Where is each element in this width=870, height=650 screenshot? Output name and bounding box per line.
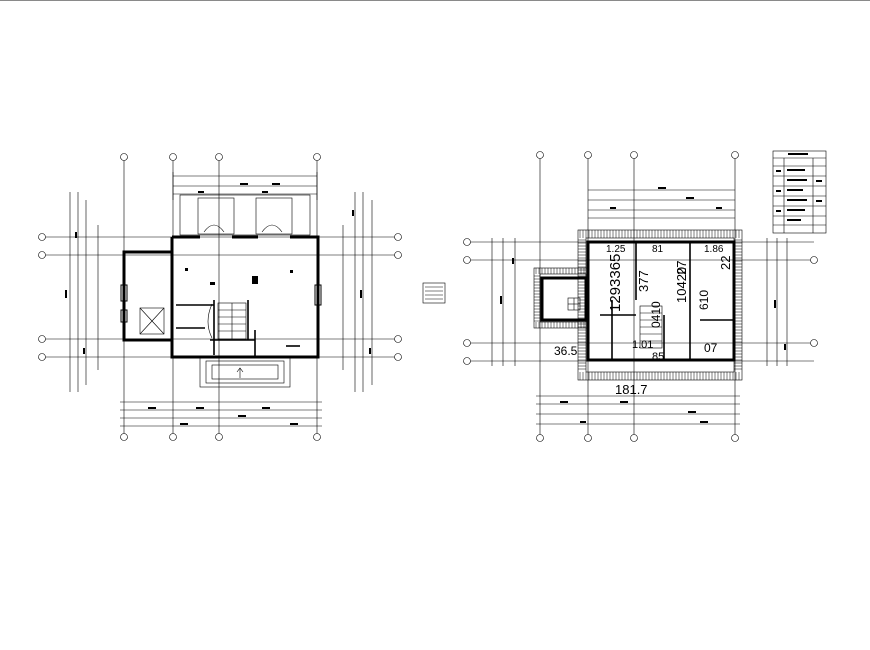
ground-floor-side-dimensions xyxy=(69,192,373,392)
dim-label-v3: 27 xyxy=(674,261,689,275)
dim-label-h3: 1.25 xyxy=(606,244,626,255)
upper-floor-dimensions xyxy=(491,189,788,425)
dim-label-h5: 1.86 xyxy=(704,244,724,255)
dim-label-v4: 10420 xyxy=(674,267,689,303)
top-frame-line xyxy=(0,0,870,1)
ground-floor-walls xyxy=(122,235,320,359)
ground-floor-interior-walls xyxy=(176,300,300,357)
ground-floor-top-dimensions xyxy=(172,172,318,200)
upper-floor-stair xyxy=(639,305,663,349)
upper-floor-grid-axes xyxy=(467,155,814,440)
upper-floor-plan xyxy=(463,151,818,442)
dim-label-h4: 81 xyxy=(652,244,664,255)
upper-floor-grid-bubbles xyxy=(463,151,818,442)
title-block-table xyxy=(772,150,827,234)
upper-floor-void-mark xyxy=(567,297,581,311)
dim-label-v6: 610 xyxy=(697,290,711,310)
ground-floor-terrace xyxy=(179,194,311,236)
ground-floor-bottom-dimensions xyxy=(120,401,322,427)
ground-floor-grid-axes xyxy=(42,158,398,438)
dim-label-h8: 1.01 xyxy=(632,339,653,351)
dim-label-h2: 181.7 xyxy=(615,382,648,397)
dim-label-v1: 1293365 xyxy=(607,254,624,312)
dim-label-v7: 0410 xyxy=(649,301,663,328)
ground-floor-entrance xyxy=(199,356,291,388)
upper-floor-walls xyxy=(540,240,736,362)
ground-floor-stair xyxy=(207,302,247,340)
ground-floor-windows xyxy=(120,284,322,323)
dim-label-h7: 07 xyxy=(704,341,718,355)
ground-floor-garage-void xyxy=(139,307,165,335)
upper-floor-dimension-labels: 1293365 377 27 10420 22 610 0410 36.5 18… xyxy=(554,244,733,397)
upper-floor-interior-walls xyxy=(600,242,734,360)
upper-floor-dimension-ticks xyxy=(500,187,786,423)
dim-label-v2: 377 xyxy=(636,270,651,292)
dim-label-v5: 22 xyxy=(718,256,733,270)
ground-floor-dimension-ticks xyxy=(65,183,371,425)
ground-floor-plan xyxy=(38,153,402,441)
ground-floor-grid-bubbles xyxy=(38,153,402,441)
middle-legend-block xyxy=(422,282,446,304)
dim-label-h1: 36.5 xyxy=(554,344,578,358)
dim-label-h6: 85 xyxy=(652,351,664,363)
